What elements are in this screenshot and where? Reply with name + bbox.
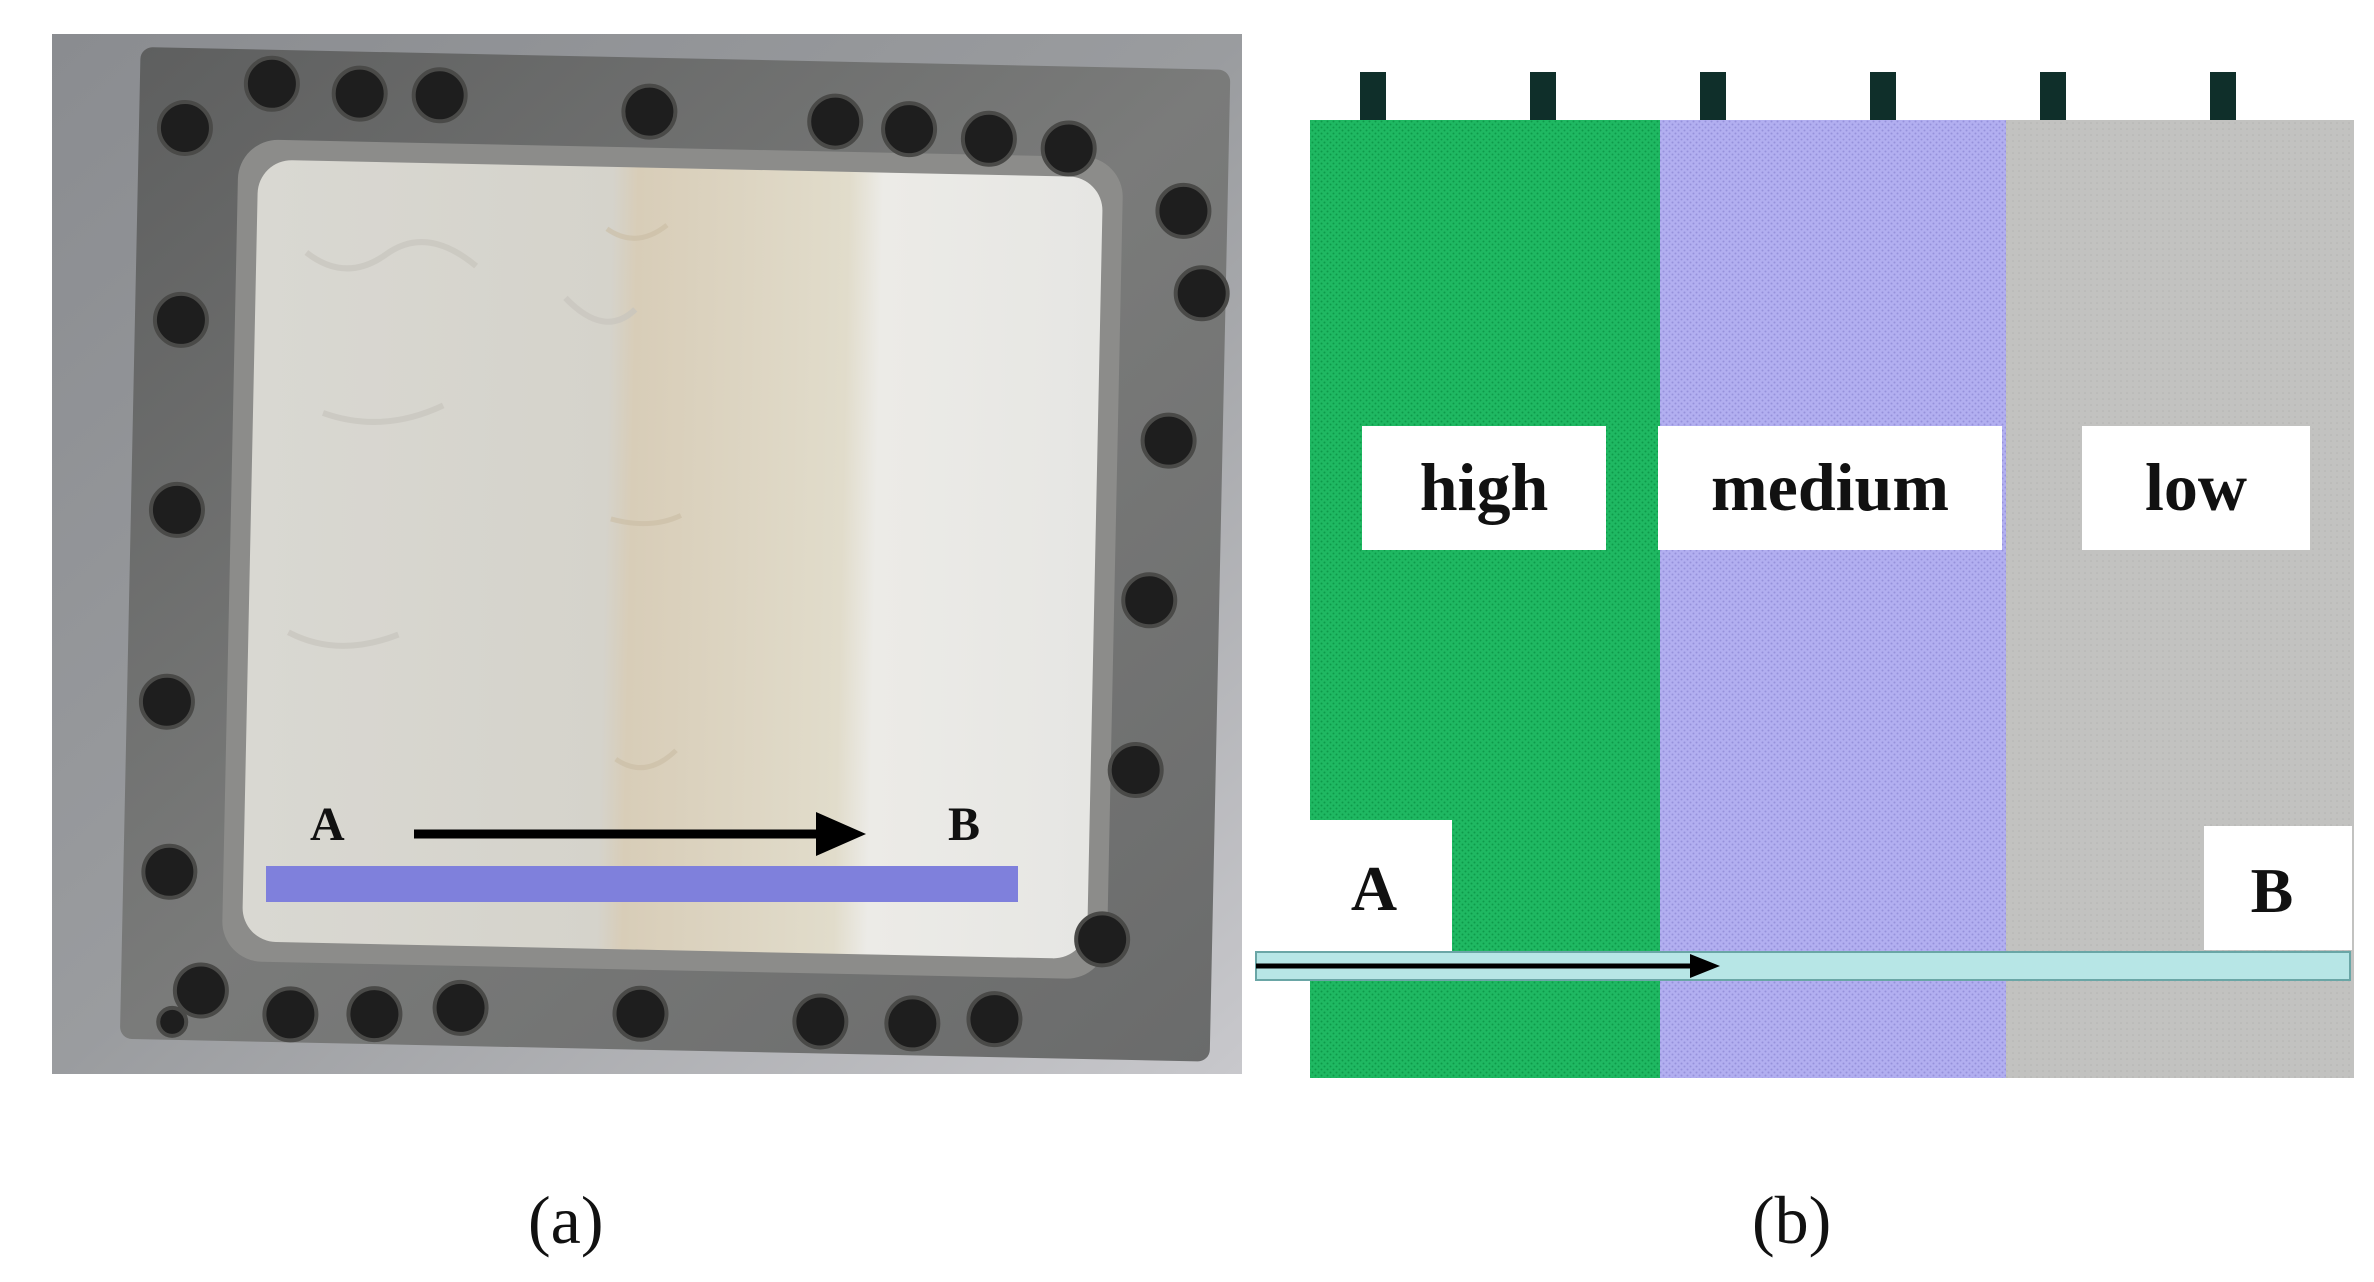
- bolt-hole: [960, 110, 1017, 167]
- top-tab: [1530, 72, 1556, 122]
- bolt-hole: [1121, 572, 1178, 629]
- bolt-hole: [138, 673, 195, 730]
- cement-slab: [242, 160, 1103, 959]
- panel-b-label-a-box: [1308, 820, 1452, 954]
- bolt-hole: [612, 985, 669, 1042]
- bolt-hole: [156, 99, 213, 156]
- bolt-holes: [138, 55, 1230, 1052]
- panel-b-schematic: high medium low A B: [1255, 72, 2354, 1078]
- panel-a-photo: A B: [52, 34, 1242, 1074]
- bolt-hole: [966, 991, 1023, 1048]
- bolt-hole: [792, 993, 849, 1050]
- bolt-hole: [243, 55, 300, 112]
- top-tabs: [1360, 72, 2236, 122]
- top-tab: [1700, 72, 1726, 122]
- bolt-hole: [141, 843, 198, 900]
- zone-low-label-box: [2082, 426, 2310, 550]
- bolt-hole: [1173, 265, 1230, 322]
- bolt-hole: [262, 986, 319, 1043]
- zone-medium-label: medium: [1711, 449, 1949, 525]
- bolt-hole: [1040, 120, 1097, 177]
- bolt-hole: [156, 1005, 189, 1038]
- bolt-hole: [432, 979, 489, 1036]
- bolt-hole: [1074, 911, 1131, 968]
- bolt-hole: [1107, 742, 1164, 799]
- zone-high-label-box: [1362, 426, 1606, 550]
- bolt-hole: [807, 93, 864, 150]
- caption-b: (b): [1752, 1182, 1832, 1258]
- zone-high-label: high: [1420, 449, 1549, 525]
- top-tab: [2210, 72, 2236, 122]
- panel-b-label-a: A: [1351, 853, 1397, 924]
- panel-b-label-b: B: [2251, 855, 2294, 926]
- zone-medium-label-box: [1658, 426, 2002, 550]
- panel-a-arrow-head: [816, 812, 866, 856]
- panel-a-label-a: A: [310, 798, 345, 851]
- panel-b-label-b-box: [2204, 826, 2352, 950]
- test-frame: [120, 47, 1231, 1062]
- top-tab: [1870, 72, 1896, 122]
- top-tab: [1360, 72, 1386, 122]
- panel-b-arrow-head: [1690, 954, 1720, 978]
- caption-a: (a): [528, 1182, 604, 1258]
- bolt-hole: [331, 65, 388, 122]
- bolt-hole: [148, 481, 205, 538]
- bolt-hole: [152, 291, 209, 348]
- panel-a-label-b: B: [948, 798, 980, 851]
- bolt-hole: [411, 67, 468, 124]
- bolt-hole: [172, 962, 229, 1019]
- zone-low-label: low: [2145, 449, 2247, 525]
- bolt-hole: [621, 83, 678, 140]
- zone-medium: [1660, 120, 2006, 1078]
- bolt-hole: [1155, 182, 1212, 239]
- bolt-hole: [881, 101, 938, 158]
- bolt-hole: [884, 995, 941, 1052]
- bolt-hole: [1140, 412, 1197, 469]
- top-tab: [2040, 72, 2066, 122]
- bolt-hole: [346, 986, 403, 1043]
- panel-a-measure-line: [266, 866, 1018, 902]
